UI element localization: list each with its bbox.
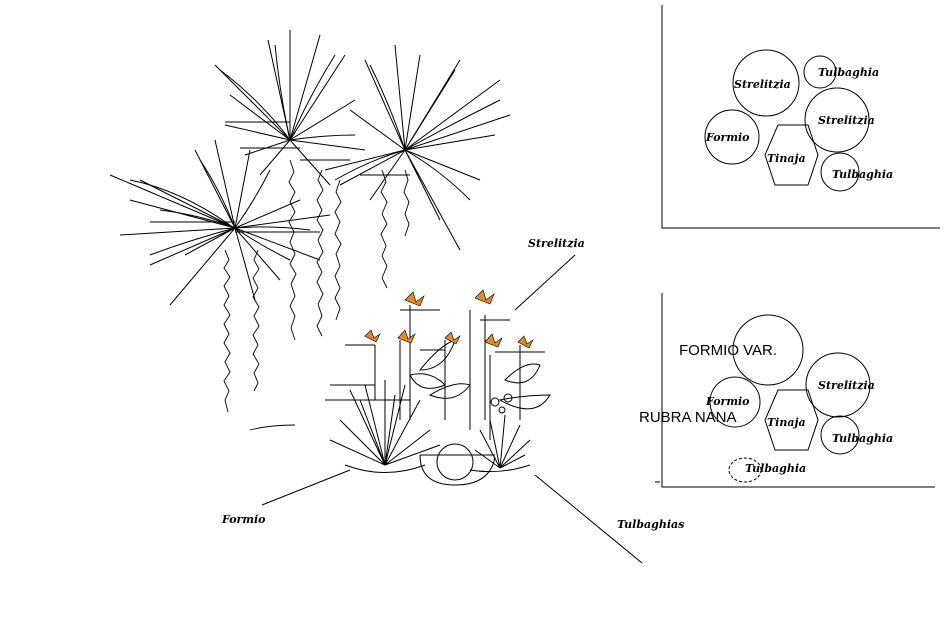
plan-top-formio-circle (704, 109, 760, 165)
strelitzia-flower-7 (517, 335, 534, 349)
plan-top-label-tulbaghia-1: Tulbaghia (818, 66, 879, 79)
label-strelitzia: Strelitzia (528, 237, 585, 250)
trunk-mid-outline-a (288, 159, 297, 341)
plan-bottom-formio-var-circle (732, 314, 804, 386)
label-formio: Formio (221, 513, 266, 526)
plan-bottom-label-strelitzia: Strelitzia (818, 379, 875, 392)
plan-top-label-strelitzia-1: Strelitzia (734, 78, 791, 91)
strelitzia-flower-5 (484, 333, 503, 348)
plan-bottom-tinaja-shape (764, 389, 819, 451)
trunk-right-outline-a (334, 179, 342, 321)
tulbaghia-elevation (469, 393, 531, 473)
strelitzia-flower-1 (404, 291, 425, 307)
plan-top-tulbaghia-2-circle (820, 152, 860, 192)
strelitzia-flower-4 (364, 329, 381, 343)
plan-top-strelitzia-1-circle (732, 49, 800, 117)
strelitzia-flower-2 (474, 289, 495, 305)
plan-bottom-label-rubra-nana: RUBRA NANA (639, 409, 737, 426)
plan-top-label-strelitzia-2: Strelitzia (818, 114, 875, 127)
trunk-left-base (249, 424, 296, 431)
plan-bottom-label-formio-var: FORMIO VAR. (679, 342, 777, 359)
palm-trunks (223, 159, 410, 431)
trunk-mid-outline-b (316, 169, 324, 337)
plan-bottom-label-tulbaghia-2: Tulbaghia (745, 462, 806, 475)
trunk-right-outline-c (403, 169, 410, 237)
plan-top-tulbaghia-1-circle (803, 55, 837, 89)
trunk-right-outline-b (380, 169, 388, 289)
crown-guide-lines (150, 121, 410, 233)
plan-bottom-formio-circle (709, 376, 761, 428)
plan-bottom-label-tulbaghia-1: Tulbaghia (832, 432, 893, 445)
plan-top-strelitzia-2-circle (804, 87, 870, 153)
plan-bottom-tulbaghia-2-circle (728, 457, 762, 483)
strelitzia-flower-6 (444, 331, 461, 345)
plan-bottom: FORMIO VAR. Strelitzia Formio RUBRA NANA… (639, 293, 935, 488)
tinaja-pot-elevation (419, 443, 496, 486)
strelitzia-flower-3 (397, 329, 416, 344)
trunk-left-outline-a (223, 249, 231, 413)
strelitzia-elevation (345, 289, 551, 440)
label-tulbaghias: Tulbaghias (617, 518, 684, 531)
plan-top-tinaja-shape (764, 124, 819, 186)
plan-top-label-tinaja: Tinaja (767, 152, 806, 165)
plan-bottom-label-formio: Formio (705, 395, 750, 408)
plan-bottom-tulbaghia-1-circle (820, 415, 860, 455)
plan-top-frame (661, 5, 940, 229)
palm-crowns (109, 30, 511, 306)
plan-top: Strelitzia Tulbaghia Strelitzia Formio T… (661, 5, 940, 229)
plan-bottom-label-tinaja: Tinaja (767, 416, 806, 429)
formio-elevation (325, 380, 441, 473)
plan-bottom-frame (661, 293, 935, 488)
leader-lines (261, 254, 643, 564)
trunk-left-outline-b (252, 249, 260, 392)
plan-top-label-tulbaghia-2: Tulbaghia (832, 168, 893, 181)
plan-top-label-formio: Formio (705, 131, 750, 144)
plan-bottom-strelitzia-circle (805, 352, 871, 418)
